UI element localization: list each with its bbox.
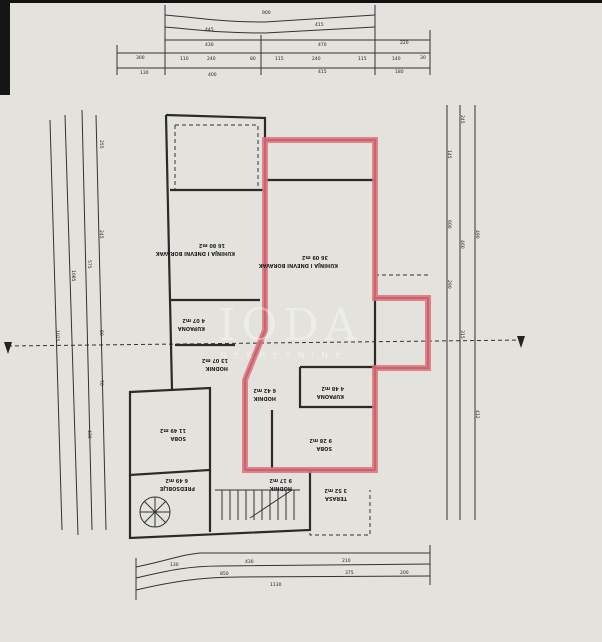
- dim-bottom-4: 430: [245, 559, 254, 565]
- svg-text:IODA: IODA: [218, 300, 363, 351]
- svg-text:PREDSOBLJE: PREDSOBLJE: [159, 485, 195, 491]
- svg-text:TERASA: TERASA: [325, 495, 347, 501]
- dim-left-5: 255: [98, 140, 104, 149]
- svg-text:16 80 m2: 16 80 m2: [198, 242, 225, 248]
- right-dimension-lines: 490 460 600 412 245 145 290 315: [446, 105, 480, 520]
- dim-top-4: 470: [318, 42, 327, 48]
- dim-right-1: 460: [459, 240, 465, 249]
- svg-text:3 52 m2: 3 52 m2: [324, 487, 347, 493]
- dim-left-3: 430: [86, 430, 92, 439]
- svg-text:11 49 m2: 11 49 m2: [159, 427, 186, 433]
- dim-right-4: 245: [459, 115, 465, 124]
- dim-right-2: 600: [446, 220, 452, 229]
- dim-left-6: 60: [98, 330, 104, 336]
- dim-bottom-6: 130: [170, 562, 179, 568]
- svg-text:4 07 m2: 4 07 m2: [182, 317, 205, 323]
- dim-top-14: 30: [420, 55, 426, 61]
- dim-left-0: 1025: [54, 330, 60, 342]
- dim-bottom-3: 850: [220, 571, 229, 577]
- dim-top-3: 430: [205, 42, 214, 48]
- svg-text:13 07 m2: 13 07 m2: [201, 357, 228, 363]
- photo-edge-top: [0, 0, 602, 3]
- dim-top-6: 300: [136, 55, 145, 61]
- dim-top-10: 115: [275, 56, 284, 62]
- dim-top-15: 130: [140, 70, 149, 76]
- svg-text:6 49 m2: 6 49 m2: [165, 477, 188, 483]
- dim-top-7: 110: [180, 56, 189, 62]
- dim-top-8: 240: [207, 56, 216, 62]
- dim-bottom-5: 210: [342, 558, 351, 564]
- dim-bottom-0: 1130: [270, 582, 282, 588]
- svg-text:HODNIK: HODNIK: [268, 485, 292, 491]
- dim-left-4: 245: [98, 230, 104, 239]
- section-line: [4, 336, 525, 354]
- watermark-logo: IODA NEKRETNINE: [218, 300, 363, 361]
- room-kitchen-living-2: KUHINJA I DNEVNI BORAVAK 36 09 m2: [258, 254, 338, 268]
- dim-left-2: 575: [86, 260, 92, 269]
- room-terrace: TERASA 3 52 m2: [324, 487, 347, 501]
- room-bedroom-2: SOBA 9 28 m2: [309, 437, 332, 451]
- svg-text:6 42 m2: 6 42 m2: [253, 387, 276, 393]
- dim-right-6: 290: [446, 280, 452, 289]
- room-hallway-1: HODNIK 13 07 m2: [201, 357, 228, 371]
- bottom-dimension-lines: 1130 375 200 850 430 210 130: [135, 545, 431, 600]
- svg-text:4 48 m2: 4 48 m2: [321, 385, 344, 391]
- dim-top-13: 140: [392, 56, 401, 62]
- dim-top-17: 415: [318, 69, 327, 75]
- svg-text:9 17 m2: 9 17 m2: [269, 477, 292, 483]
- room-hallway-2: HODNIK 6 42 m2: [252, 387, 276, 401]
- svg-text:36 09 m2: 36 09 m2: [301, 254, 328, 260]
- svg-text:KUPAONA: KUPAONA: [178, 325, 205, 331]
- top-dimension-lines: 900 445 415 430 470 220 300 110 240 80 1…: [116, 5, 431, 78]
- svg-text:NEKRETNINE: NEKRETNINE: [220, 351, 348, 361]
- room-bathroom-1: KUPAONA 4 07 m2: [178, 317, 205, 331]
- svg-text:KUHINJA I DNEVNI BORAVAK: KUHINJA I DNEVNI BORAVAK: [155, 250, 235, 256]
- dim-bottom-2: 200: [400, 570, 409, 576]
- svg-text:KUHINJA I DNEVNI BORAVAK: KUHINJA I DNEVNI BORAVAK: [258, 262, 338, 268]
- room-bedroom-1: SOBA 11 49 m2: [159, 427, 186, 441]
- dim-top-1: 445: [205, 27, 214, 33]
- dim-bottom-1: 375: [345, 570, 354, 576]
- dim-left-1: 1085: [70, 270, 76, 282]
- room-labels: KUHINJA I DNEVNI BORAVAK 16 80 m2 KUHINJ…: [155, 242, 347, 501]
- room-bathroom-2: KUPAONA 4 48 m2: [317, 385, 344, 399]
- dim-right-3: 412: [474, 410, 480, 419]
- room-hallway-3: HODNIK 9 17 m2: [268, 477, 292, 491]
- photo-edge-left: [0, 0, 10, 95]
- dim-right-5: 145: [446, 150, 452, 159]
- svg-text:9 28 m2: 9 28 m2: [309, 437, 332, 443]
- dim-right-7: 315: [459, 330, 465, 339]
- svg-text:SOBA: SOBA: [170, 435, 186, 441]
- svg-text:KUPAONA: KUPAONA: [317, 393, 344, 399]
- dim-right-0: 490: [474, 230, 480, 239]
- dim-top-18: 180: [395, 69, 404, 75]
- room-entrance-hall: PREDSOBLJE 6 49 m2: [159, 477, 195, 491]
- dim-top-2: 415: [315, 22, 324, 28]
- dim-top-12: 115: [358, 56, 367, 62]
- dim-top-5: 220: [400, 40, 409, 46]
- dim-top-9: 80: [250, 56, 256, 62]
- highlighted-unit-outline: [242, 137, 431, 473]
- left-dimension-lines: 1025 1085 575 430 245 255 60 70: [49, 109, 107, 536]
- room-kitchen-living-1: KUHINJA I DNEVNI BORAVAK 16 80 m2: [155, 242, 235, 256]
- dim-top-11: 240: [312, 56, 321, 62]
- dim-top-0: 900: [262, 10, 271, 16]
- svg-text:HODNIK: HODNIK: [252, 395, 276, 401]
- dim-top-16: 400: [208, 72, 217, 78]
- svg-text:HODNIK: HODNIK: [204, 365, 228, 371]
- svg-text:SOBA: SOBA: [316, 445, 332, 451]
- dim-left-7: 70: [98, 380, 104, 386]
